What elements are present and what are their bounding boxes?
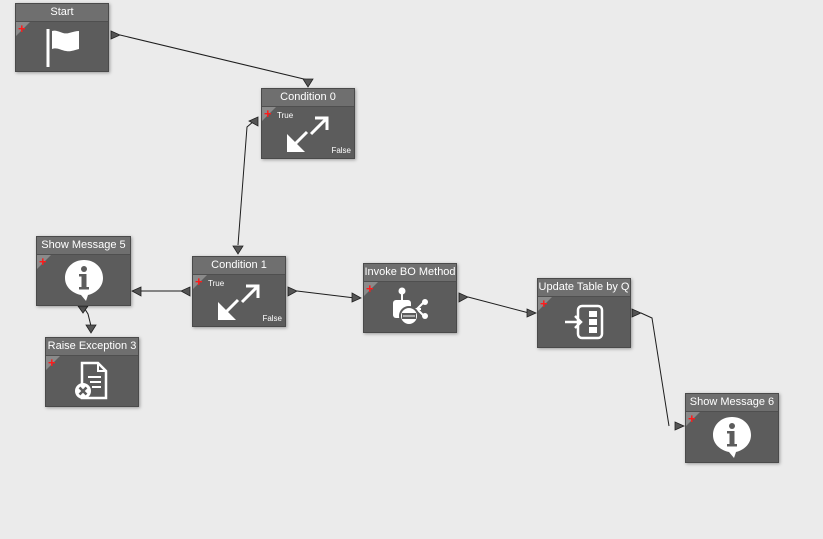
node-start[interactable]: Start +: [15, 3, 109, 72]
add-icon[interactable]: +: [688, 411, 696, 426]
node-condition-1[interactable]: Condition 1 + True False: [192, 256, 286, 327]
node-title: Show Message 6: [686, 394, 778, 412]
true-label: True: [208, 279, 225, 288]
node-update-table-by-q[interactable]: Update Table by Q +: [537, 278, 631, 348]
input-port-condition0[interactable]: [302, 78, 314, 88]
info-bubble-icon: [64, 260, 103, 301]
node-invoke-bo-method[interactable]: Invoke BO Method +: [363, 263, 457, 333]
connection-start-condition0: [119, 34, 309, 81]
add-icon[interactable]: +: [18, 21, 26, 36]
output-port-updatetable[interactable]: [631, 308, 642, 318]
node-title: Condition 0: [262, 89, 354, 107]
add-icon[interactable]: +: [264, 106, 272, 121]
input-port-showmessage5[interactable]: [131, 286, 142, 297]
node-title: Raise Exception 3: [46, 338, 138, 356]
output-port-condition1-true[interactable]: [180, 286, 191, 297]
node-show-message-6[interactable]: Show Message 6 +: [685, 393, 779, 463]
connection-showmessage5-raiseexception3: [82, 305, 92, 327]
node-title: Start: [16, 4, 108, 22]
add-icon[interactable]: +: [39, 254, 47, 269]
add-icon[interactable]: +: [366, 281, 374, 296]
node-title: Condition 1: [193, 257, 285, 275]
input-port-raiseexception3[interactable]: [85, 324, 97, 334]
input-port-invokebo[interactable]: [351, 292, 362, 303]
node-title: Invoke BO Method: [364, 264, 456, 282]
output-port-condition0-true[interactable]: [248, 116, 259, 127]
false-label: False: [262, 314, 282, 323]
output-port-condition1-false[interactable]: [287, 286, 298, 297]
node-condition-0[interactable]: Condition 0 + True False: [261, 88, 355, 159]
node-show-message-5[interactable]: Show Message 5 +: [36, 236, 131, 306]
true-label: True: [277, 111, 294, 120]
connection-condition1-invokebo: [296, 290, 356, 299]
output-port-start[interactable]: [110, 30, 121, 40]
node-title: Update Table by Q: [538, 279, 630, 297]
table-insert-icon: [565, 304, 604, 340]
document-error-icon: [75, 361, 108, 400]
method-hierarchy-icon: [393, 287, 428, 326]
node-raise-exception-3[interactable]: Raise Exception 3 +: [45, 337, 139, 407]
input-port-condition1[interactable]: [232, 245, 244, 255]
node-title: Show Message 5: [37, 237, 130, 255]
input-port-updatetable[interactable]: [526, 308, 537, 318]
add-icon[interactable]: +: [540, 296, 548, 311]
connection-updatetable-showmessage6: [640, 312, 670, 427]
false-label: False: [331, 146, 351, 155]
input-port-showmessage6[interactable]: [674, 421, 685, 431]
flag-icon: [46, 28, 79, 67]
condition-arrows-icon: [218, 284, 260, 320]
connection-condition0-condition1: [237, 120, 255, 246]
info-bubble-icon: [713, 417, 751, 458]
condition-arrows-icon: [287, 116, 329, 152]
output-port-invokebo[interactable]: [458, 292, 469, 303]
add-icon[interactable]: +: [195, 274, 203, 289]
connection-invokebo-updatetable: [467, 296, 530, 314]
add-icon[interactable]: +: [48, 355, 56, 370]
output-port-showmessage5[interactable]: [77, 305, 89, 314]
